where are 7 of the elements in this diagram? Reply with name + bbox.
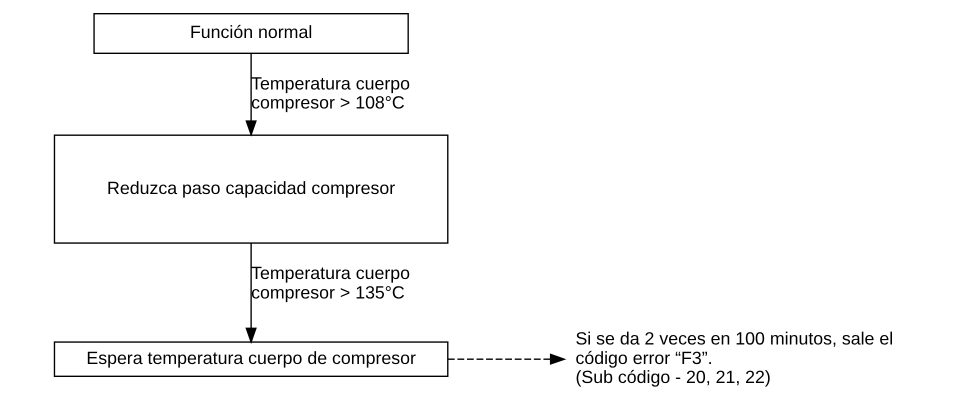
node-box: Función normal — [93, 12, 409, 54]
node-box: Espera temperatura cuerpo de compresor — [54, 341, 448, 377]
arrow — [245, 54, 257, 137]
arrow — [448, 353, 566, 365]
node-box: Reduzca paso capacidad compresor — [54, 134, 448, 244]
arrow — [245, 243, 257, 344]
node-text: Si se da 2 veces en 100 minutos, sale el código error “F3”. (Sub código - 20, 21, 22) — [575, 328, 894, 387]
